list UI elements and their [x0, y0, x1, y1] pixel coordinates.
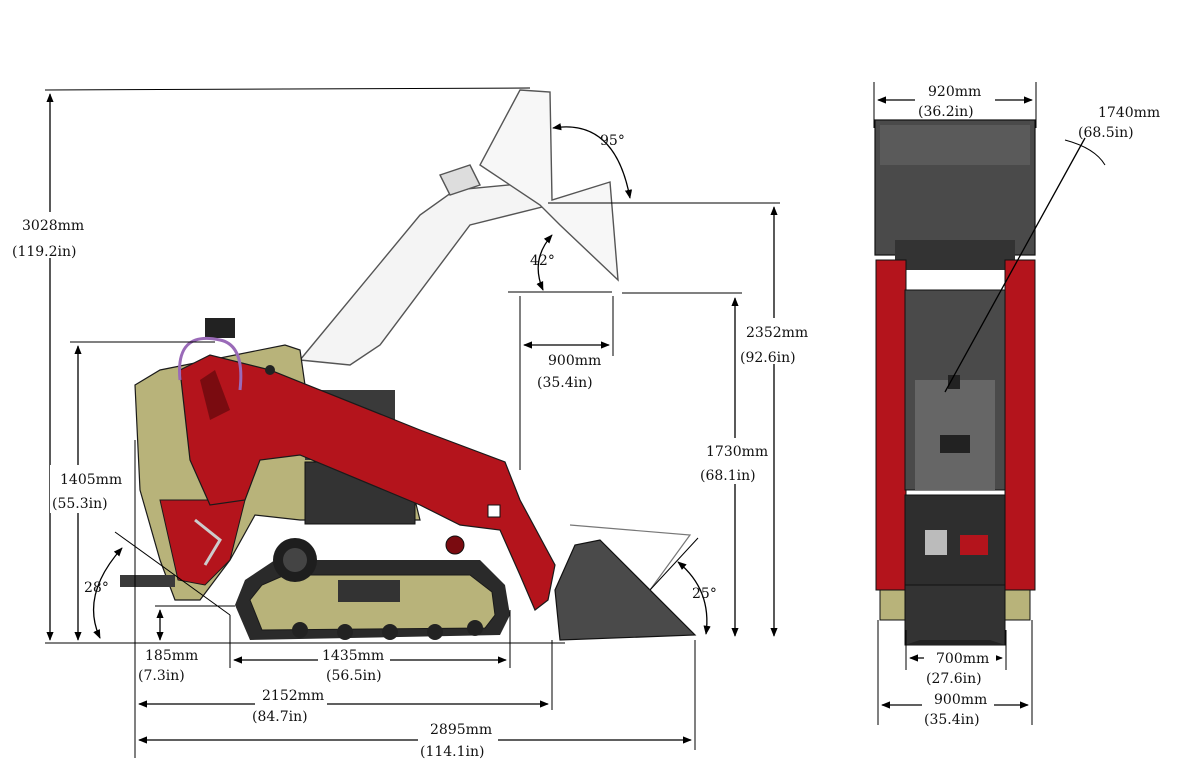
dim-body-height: 1405mm (55.3in): [50, 341, 215, 641]
counterweight: [904, 584, 1006, 646]
dim-rotation-top: 95°: [552, 123, 633, 199]
bucket-width-mm: 920mm: [928, 84, 981, 100]
bucket-width-in: (36.2in): [918, 104, 974, 120]
track-gauge-in: (27.6in): [926, 671, 982, 687]
dim-dump-angle: 42°: [530, 234, 555, 291]
loader-arm: [178, 336, 556, 611]
body-height-mm: 1405mm: [60, 472, 122, 488]
dim-ground-clearance: 185mm (7.3in): [138, 605, 235, 684]
dim-dump-height: 2352mm (92.6in): [548, 202, 814, 637]
dim-bucket-width: 920mm (36.2in): [873, 82, 1037, 128]
dump-height-in: (92.6in): [740, 350, 796, 366]
dim-turning-diameter: 1740mm (68.5in): [944, 105, 1160, 393]
length-no-bucket-in: (84.7in): [252, 709, 308, 725]
dim-track-gauge: 700mm (27.6in): [905, 630, 1007, 687]
control-panel: [904, 494, 1006, 586]
dim-overall-height: 3028mm (119.2in): [10, 87, 565, 644]
ground-clearance-in: (7.3in): [138, 668, 185, 684]
length-no-bucket-mm: 2152mm: [262, 688, 324, 704]
overall-height-in: (119.2in): [12, 244, 77, 260]
dump-height-mm: 2352mm: [746, 325, 808, 341]
dim-rollback-angle: 25°: [649, 537, 717, 635]
overall-width-mm: 900mm: [934, 692, 987, 708]
dump-angle: 42°: [530, 253, 555, 269]
overall-length-mm: 2895mm: [430, 722, 492, 738]
side-view-machine: [120, 89, 697, 641]
dim-overall-width: 900mm (35.4in): [877, 620, 1033, 728]
operator-platform: [120, 575, 175, 587]
turning-dia-in: (68.5in): [1078, 125, 1134, 141]
track-length-mm: 1435mm: [322, 648, 384, 664]
hydraulic-hose: [178, 336, 243, 391]
overall-height-mm: 3028mm: [22, 218, 84, 234]
rollback-angle: 25°: [692, 586, 717, 602]
hinge-height-mm: 1730mm: [706, 444, 768, 460]
track-length-in: (56.5in): [326, 668, 382, 684]
raised-arm-outline: [298, 89, 619, 366]
track: [235, 538, 510, 640]
track-gauge-mm: 700mm: [936, 651, 989, 667]
overall-length-in: (114.1in): [420, 744, 485, 760]
dump-reach-in: (35.4in): [537, 375, 593, 391]
front-view-machine: [874, 119, 1036, 646]
dim-track-length: 1435mm (56.5in): [229, 610, 511, 687]
ground-clearance-mm: 185mm: [145, 648, 198, 664]
turning-dia-mm: 1740mm: [1098, 105, 1160, 121]
rotation-top-angle: 95°: [600, 133, 625, 149]
right-arm: [1004, 259, 1036, 591]
dim-overall-length: 2895mm (114.1in): [138, 640, 696, 766]
body-height-in: (55.3in): [52, 496, 108, 512]
left-arm: [875, 259, 907, 591]
hinge-height-in: (68.1in): [700, 468, 756, 484]
overall-width-in: (35.4in): [924, 712, 980, 728]
dim-dump-reach: 900mm (35.4in): [508, 291, 742, 470]
dim-departure-angle: 28°: [84, 531, 231, 639]
dim-hinge-height: 1730mm (68.1in): [698, 297, 772, 637]
departure-angle: 28°: [84, 580, 109, 596]
dump-reach-mm: 900mm: [548, 353, 601, 369]
bucket: [554, 524, 697, 641]
dim-length-no-bucket: 2152mm (84.7in): [134, 440, 553, 758]
